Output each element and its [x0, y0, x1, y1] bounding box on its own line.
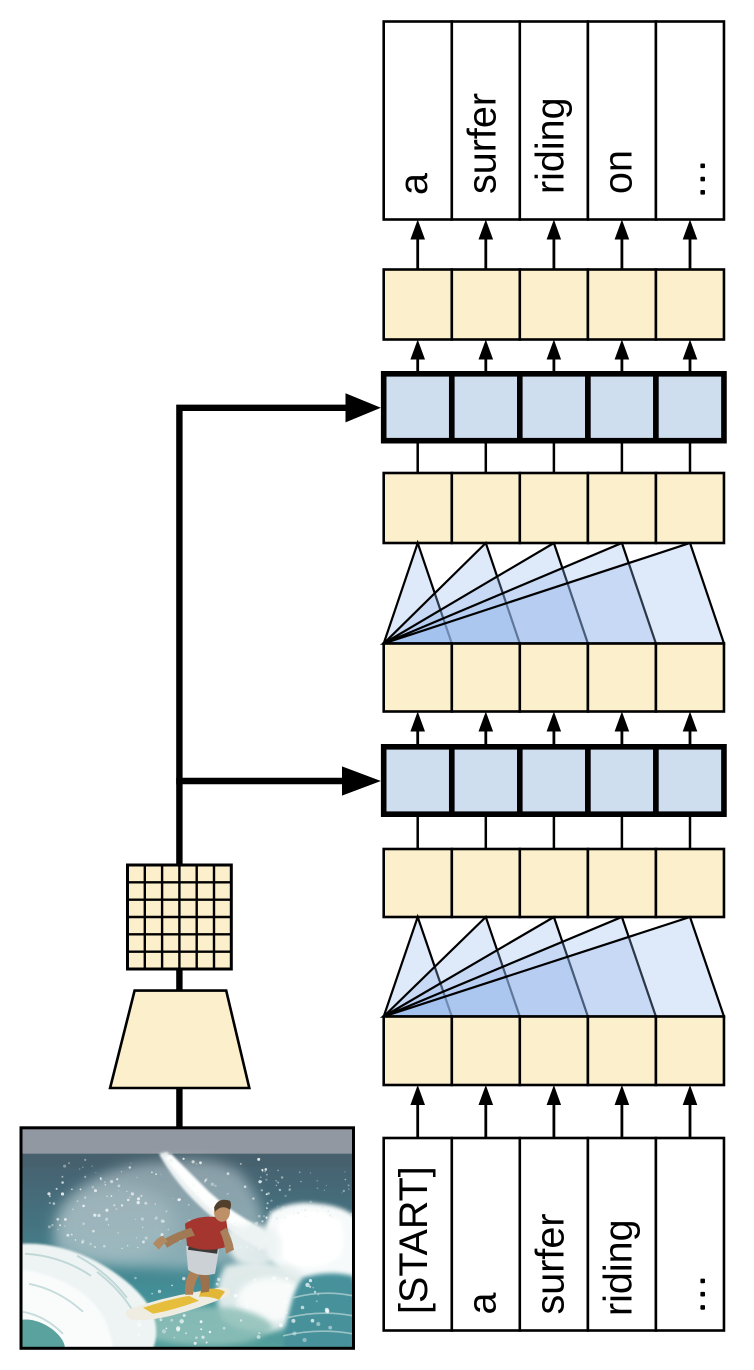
svg-text:on: on: [596, 150, 640, 194]
svg-text:surfer: surfer: [460, 93, 504, 194]
svg-text:a: a: [392, 173, 436, 195]
svg-text:[START]: [START]: [392, 1166, 436, 1314]
svg-text:riding: riding: [528, 97, 572, 194]
svg-text:a: a: [460, 1293, 504, 1315]
svg-text:surfer: surfer: [528, 1214, 572, 1315]
svg-text:riding: riding: [596, 1219, 640, 1316]
